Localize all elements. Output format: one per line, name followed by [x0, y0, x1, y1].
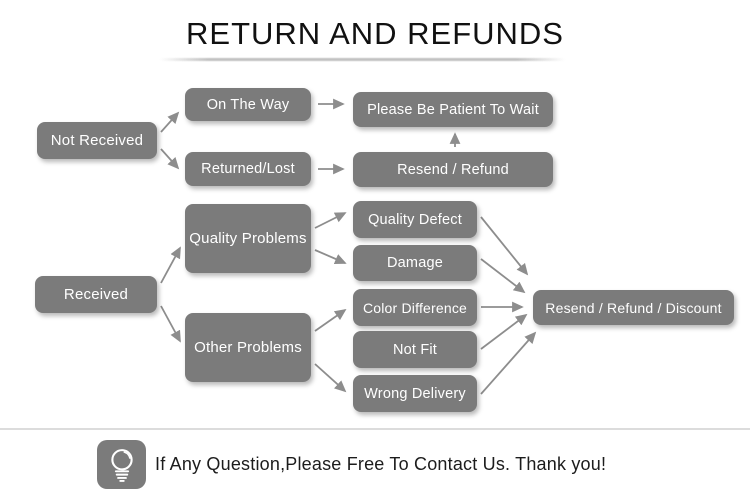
lightbulb-badge: [97, 440, 146, 489]
footer-divider: [0, 428, 750, 430]
node-received: Received: [35, 276, 157, 313]
arrow-not-received-to-on-the-way: [160, 111, 180, 133]
node-quality-defect: Quality Defect: [353, 201, 477, 238]
node-quality-problems: Quality Problems: [185, 204, 311, 273]
node-not-received: Not Received: [37, 122, 157, 159]
arrow-quality-defect-to-discount: [480, 216, 529, 276]
node-on-the-way: On The Way: [185, 88, 311, 121]
node-wrong-delivery: Wrong Delivery: [353, 375, 477, 412]
arrow-not-fit-to-discount: [480, 313, 528, 350]
arrow-received-to-other-problems: [160, 305, 181, 343]
node-please-wait: Please Be Patient To Wait: [353, 92, 553, 127]
footer-message: If Any Question,Please Free To Contact U…: [155, 454, 607, 474]
node-other-problems: Other Problems: [185, 313, 311, 382]
arrow-received-to-quality-problems: [160, 246, 181, 284]
arrow-damage-to-discount: [480, 258, 526, 294]
arrow-wrong-delivery-to-discount: [480, 331, 537, 395]
node-color-difference: Color Difference: [353, 289, 477, 326]
node-damage: Damage: [353, 245, 477, 281]
arrow-other-problems-to-color-difference: [314, 308, 347, 332]
node-not-fit: Not Fit: [353, 331, 477, 368]
node-returned-lost: Returned/Lost: [185, 152, 311, 186]
lightbulb-icon: [110, 448, 133, 482]
arrow-other-problems-to-wrong-delivery: [314, 363, 347, 393]
title-divider: [160, 58, 565, 61]
arrow-quality-problems-to-quality-defect: [314, 212, 347, 229]
node-resend-refund: Resend / Refund: [353, 152, 553, 187]
node-resend-refund-discount: Resend / Refund / Discount: [533, 290, 734, 325]
arrow-not-received-to-returned-lost: [160, 148, 180, 170]
page-title: RETURN AND REFUNDS: [186, 16, 564, 51]
arrow-quality-problems-to-damage: [314, 249, 347, 265]
